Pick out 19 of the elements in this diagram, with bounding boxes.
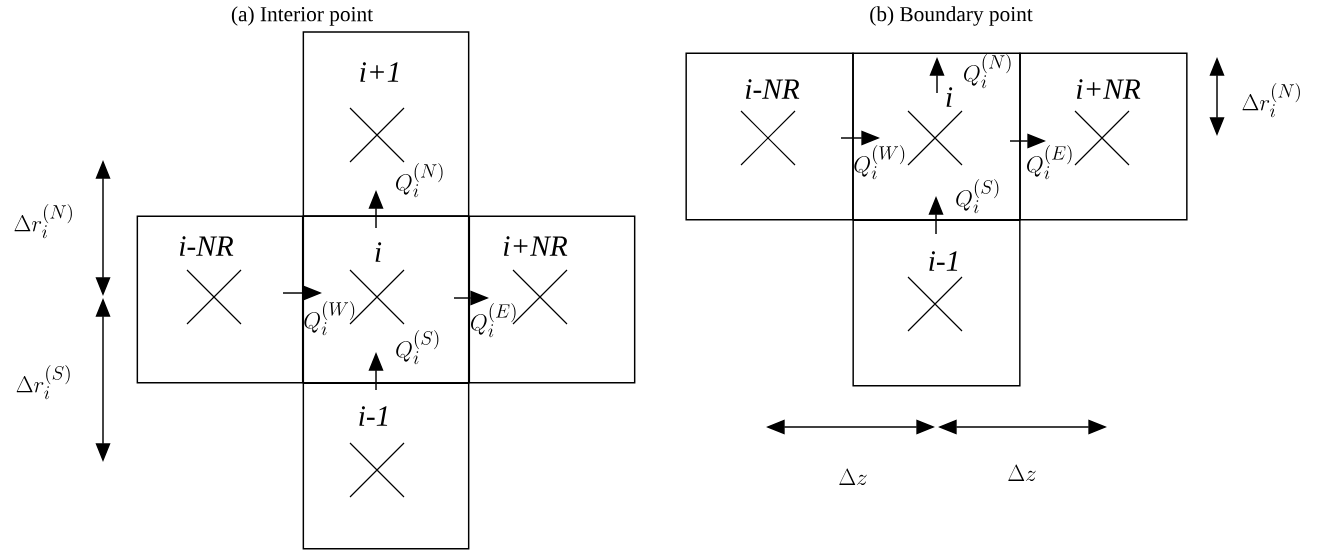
edge-label: $Q_i^{(W)}$: [854, 145, 905, 180]
math-label: $\Delta r_i^{(N)}$: [14, 204, 72, 239]
edge-label: $Q_i^{(S)}$: [396, 330, 439, 365]
panel-title: (b) Boundary point: [870, 6, 1033, 26]
math-label: $\Delta r_i^{(S)}$: [16, 365, 70, 400]
grid-cell: i-NR: [136, 215, 304, 384]
edge-label: $Q_i^{(E)}$: [1027, 145, 1072, 180]
grid-cell: i-1: [852, 219, 1021, 387]
math-label: $\Delta z$: [839, 468, 867, 486]
math-label: $\Delta z$: [1008, 464, 1036, 482]
edge-label: $Q_i^{(S)}$: [956, 179, 999, 214]
edge-label: $Q_i^{(W)}$: [304, 301, 355, 336]
math-label: $\Delta r_i^{(N)}$: [1242, 83, 1300, 118]
grid-cell: i-1: [302, 382, 470, 550]
edge-label: $Q_i^{(N)}$: [396, 163, 443, 198]
grid-cell: i-NR: [685, 52, 854, 221]
edge-label: $Q_i^{(E)}$: [471, 303, 516, 338]
edge-label: $Q_i^{(N)}$: [964, 54, 1011, 89]
panel-title: (a) Interior point: [231, 6, 373, 26]
